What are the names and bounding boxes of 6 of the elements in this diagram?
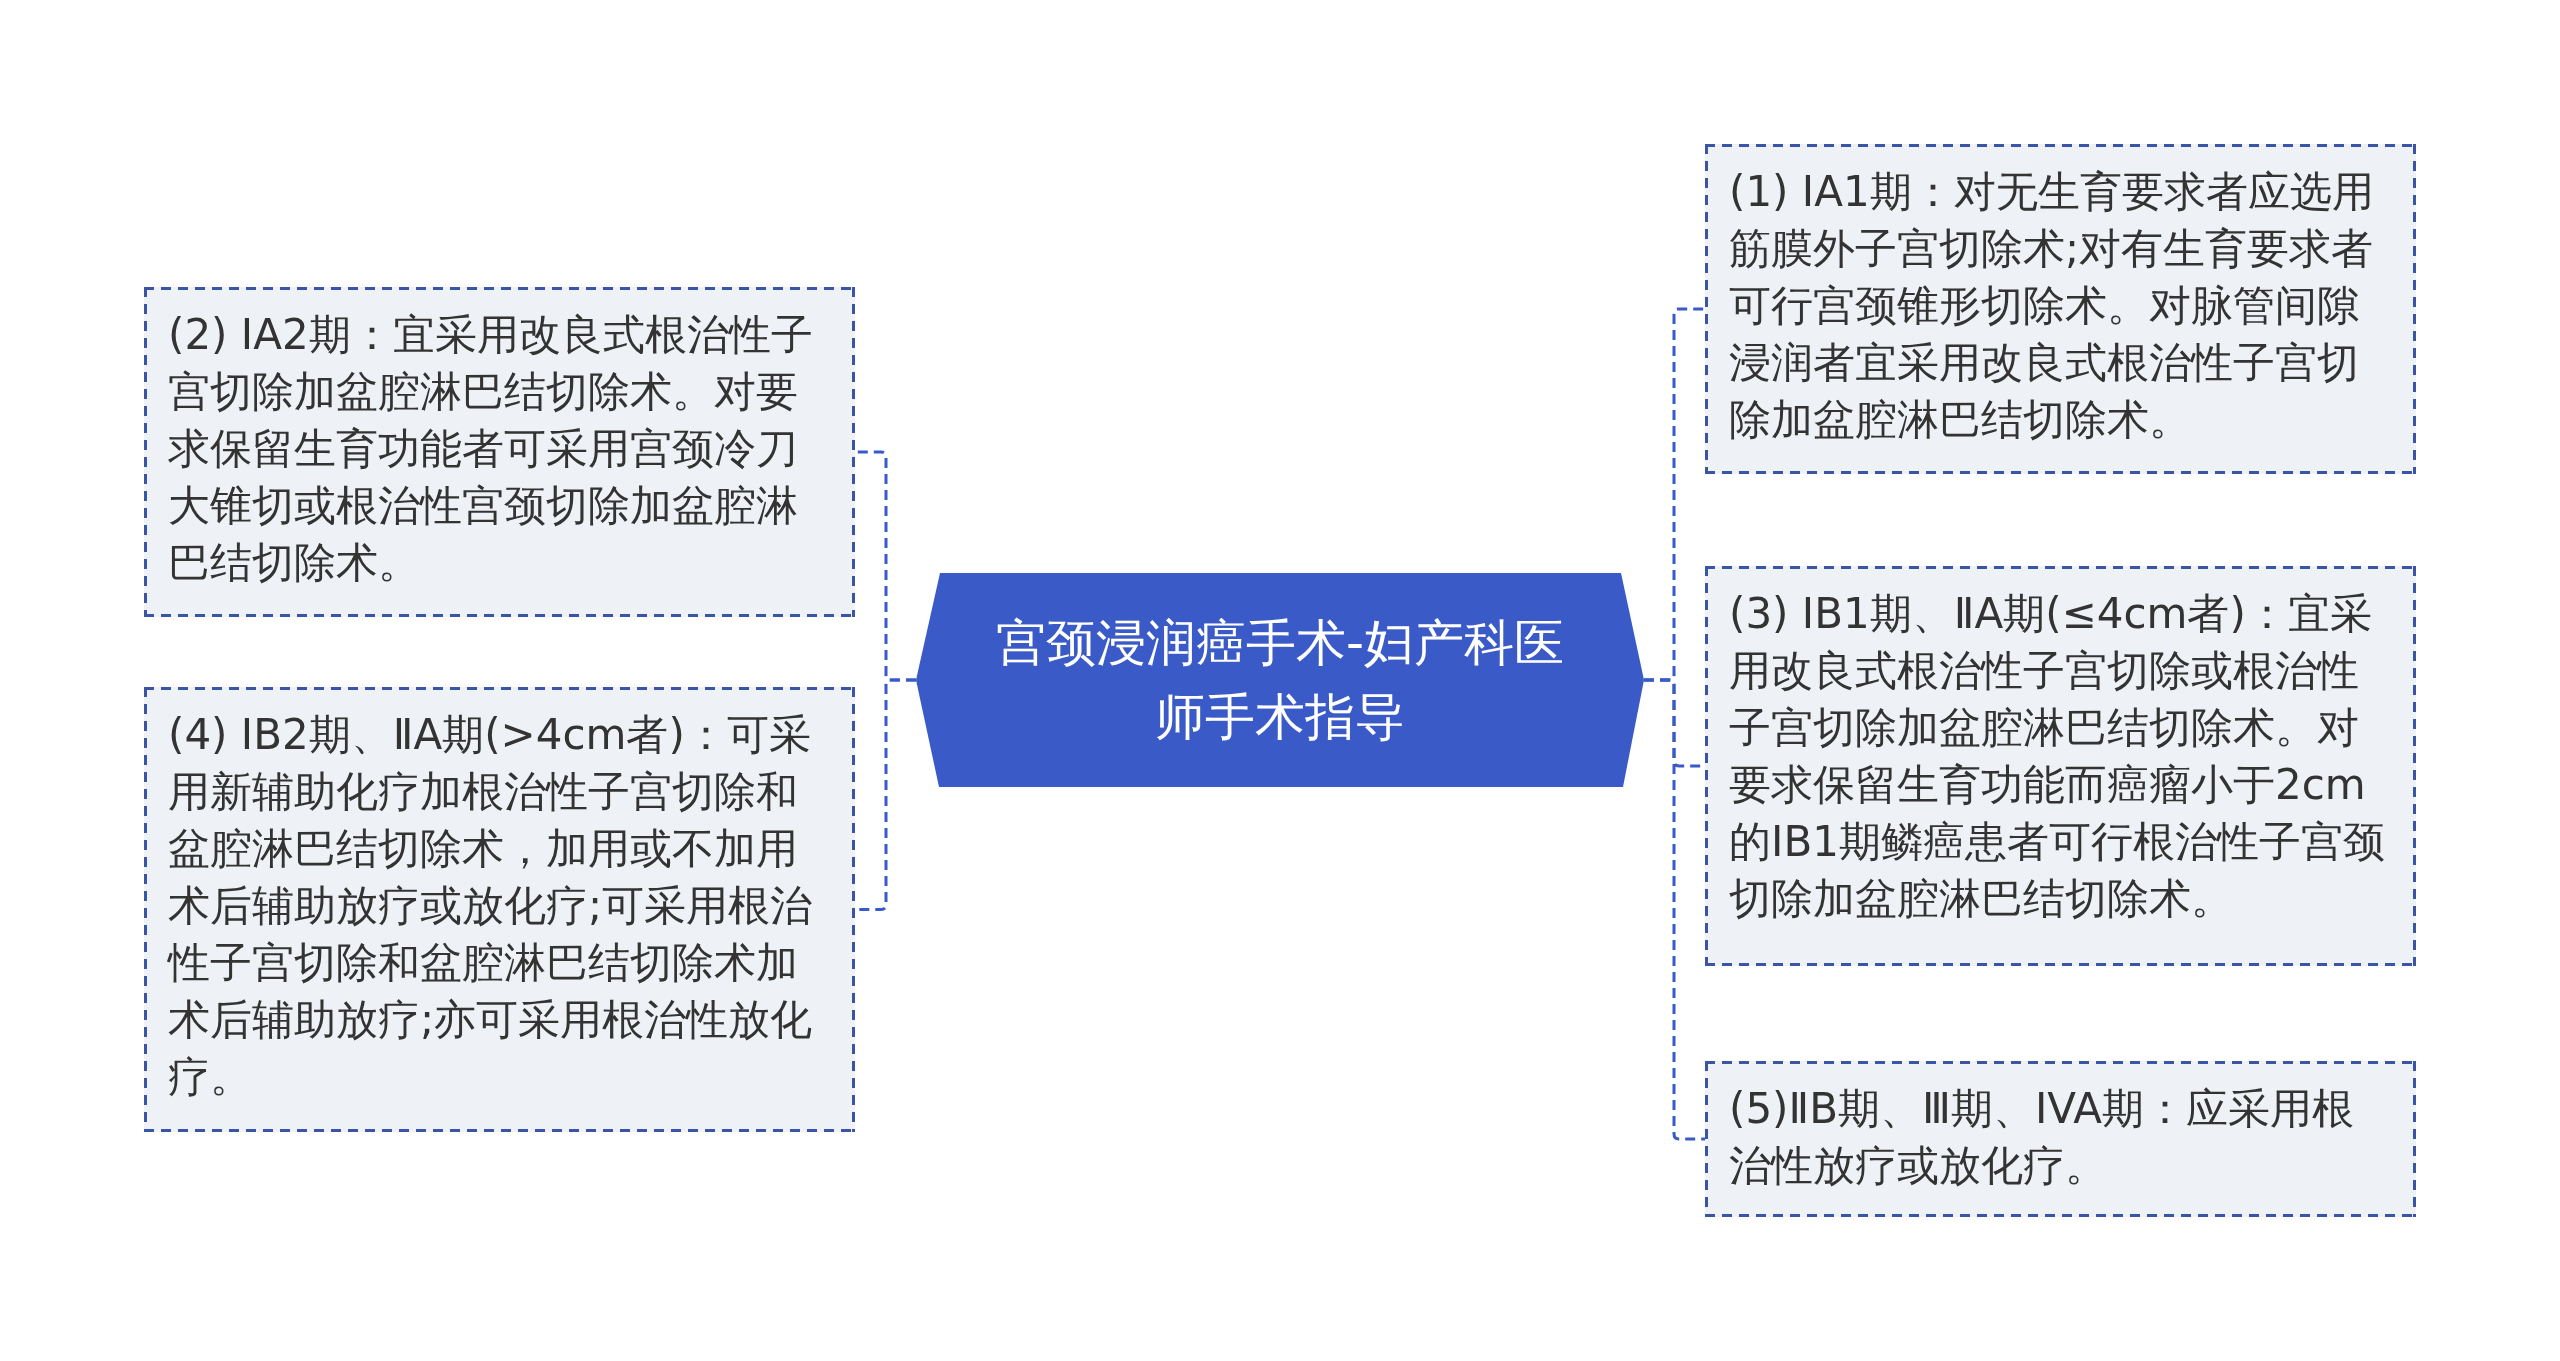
dashed-text-box: (5)ⅡB期、Ⅲ期、IVA期：应采用根治性放疗或放化疗。: [1705, 1061, 2416, 1217]
dashed-text-box: (2) ⅠA2期：宜采用改良式根治性子宫切除加盆腔淋巴结切除术。对要求保留生育功能者可采用宫颈冷刀大锥切或根治性宫颈切除加盆腔淋巴结切除术。: [144, 287, 855, 617]
dashed-text-box: (4) ⅠB2期、ⅡA期(>4cm者)：可采用新辅助化疗加根治性子宫切除和盆腔淋巴结切除术，加用或不加用术后辅助放疗或放化疗;可采用根治性子宫切除和盆腔淋巴结切除术加术后辅助放疗;亦可采用根治性放化疗。: [144, 687, 855, 1132]
topic-title: 宫颈浸润癌手术-妇产科医师手术指导: [994, 613, 1565, 748]
dashed-text-box: (1) ⅠA1期：对无生育要求者应选用筋膜外子宫切除术;对有生育要求者可行宫颈锥形切除术。对脉管间隙浸润者宜采用改良式根治性子宫切除加盆腔淋巴结切除术。: [1705, 144, 2416, 474]
dashed-text-box: (3) ⅠB1期、ⅡA期(≤4cm者)：宜采用改良式根治性子宫切除或根治性子宫切除加盆腔淋巴结切除术。对要求保留生育功能而癌瘤小于2cm的ⅠB1期鳞癌患者可行根治性子宫颈切除加盆腔淋巴结切除术。: [1705, 566, 2416, 966]
